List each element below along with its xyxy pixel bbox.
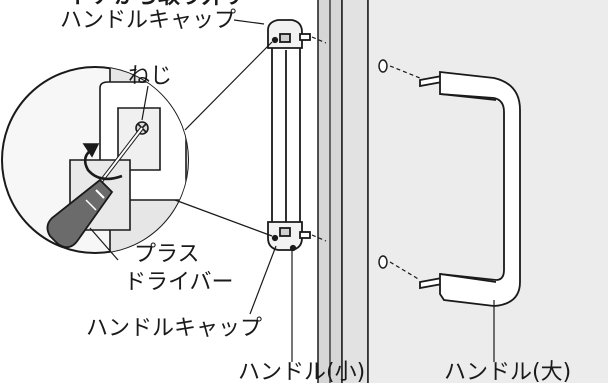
title-fragment: ドアから取り外す	[70, 0, 246, 8]
label-screwdriver-line1: プラス	[134, 242, 200, 267]
mount-hole-upper	[378, 59, 388, 73]
door	[317, 0, 608, 383]
label-screwdriver-line2: ドライバー	[124, 270, 234, 295]
leader-lines	[89, 19, 495, 362]
door-panel	[367, 0, 608, 383]
small-handle	[267, 19, 327, 252]
mount-hole-lower	[378, 255, 388, 269]
label-handle-small: ハンドル(小)	[238, 360, 366, 383]
large-handle	[389, 65, 521, 307]
label-handle-cap-top: ハンドルキャップ	[60, 8, 237, 33]
label-screw: ねじ	[128, 64, 173, 89]
label-handle-large: ハンドル(大)	[444, 360, 572, 383]
screwdriver	[46, 178, 114, 249]
label-handle-cap-bottom: ハンドルキャップ	[86, 316, 263, 341]
